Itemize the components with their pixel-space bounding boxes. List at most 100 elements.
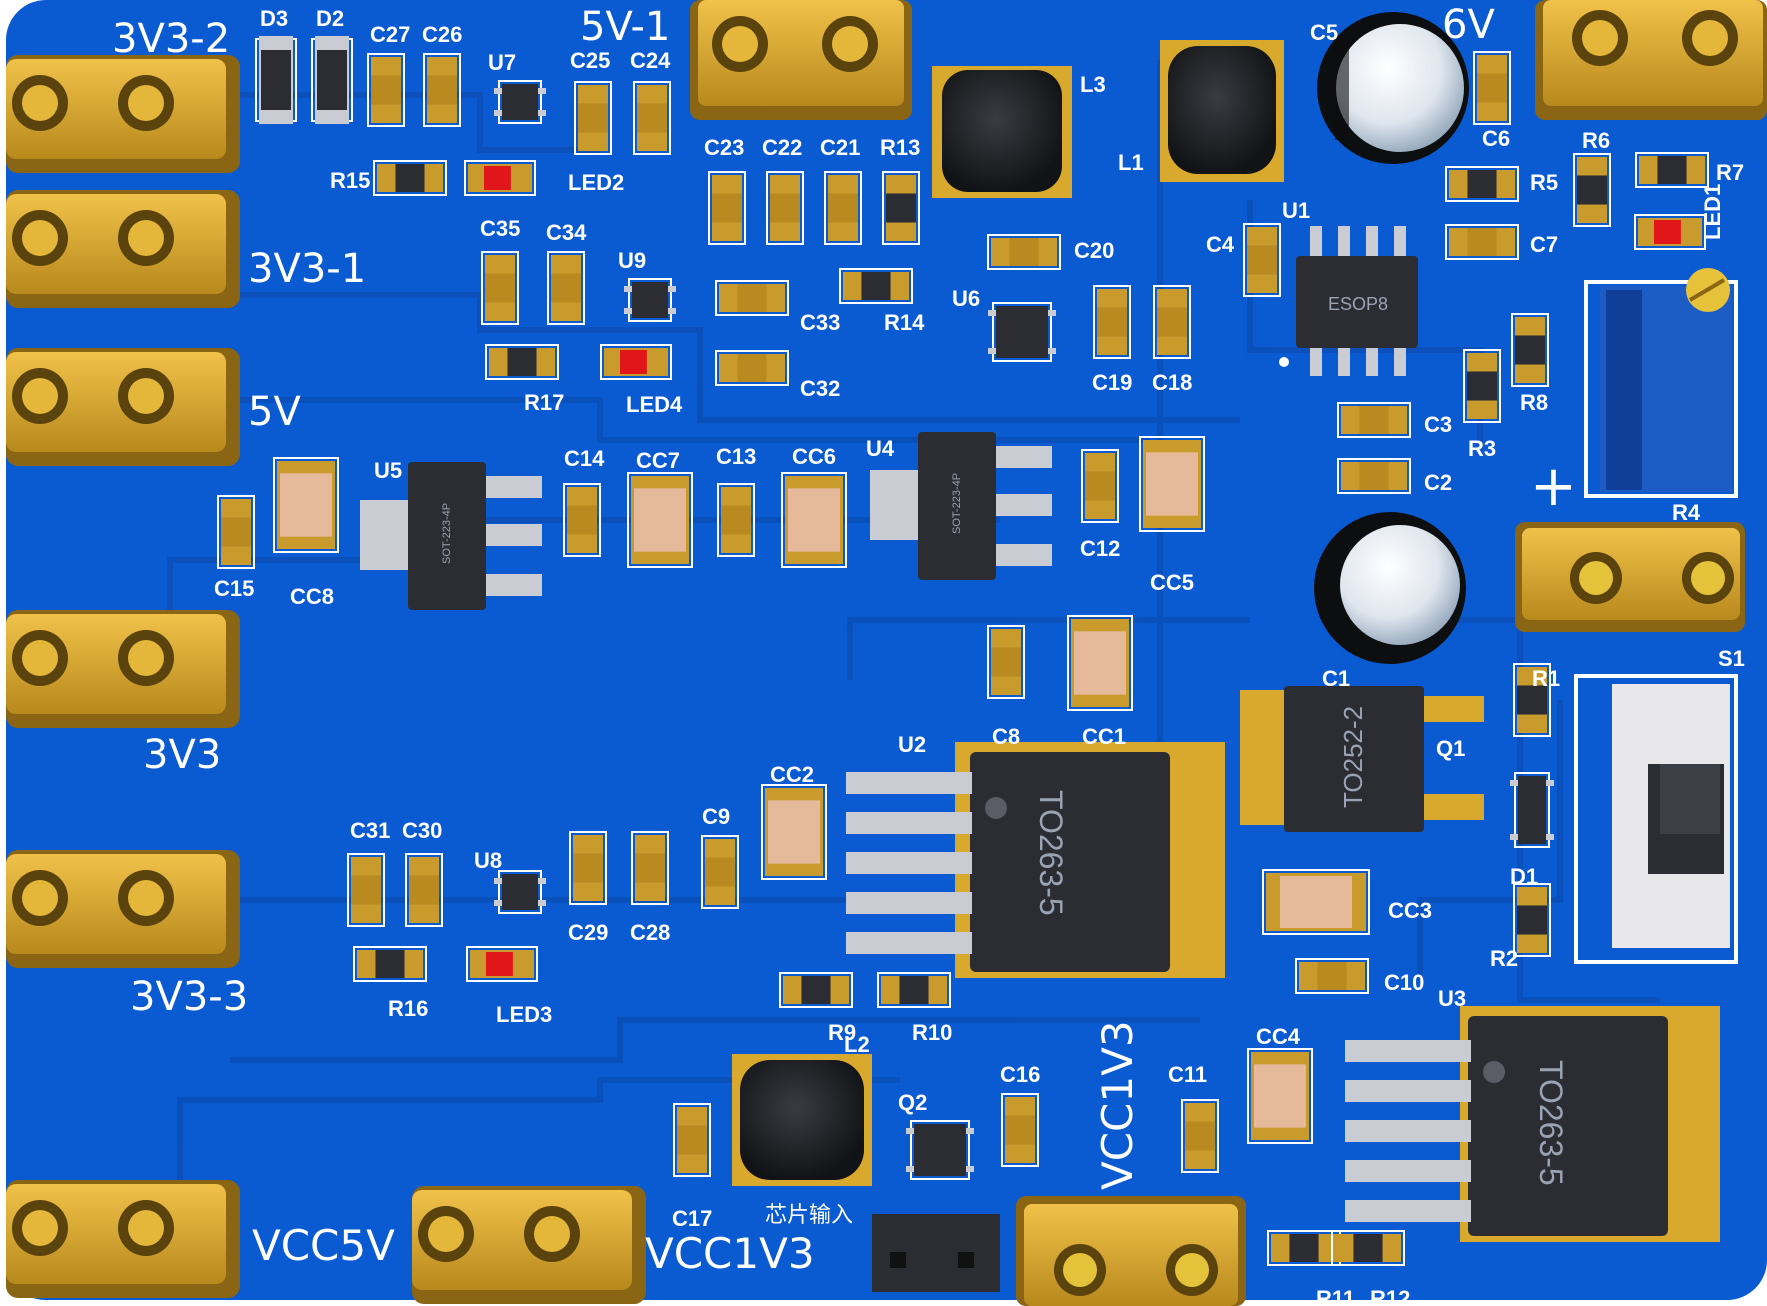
smd-part — [1337, 458, 1411, 494]
refdes-cc3: CC3 — [1388, 898, 1432, 923]
refdes-r4: R4 — [1672, 500, 1701, 525]
label-vcc1v3-side: VCC1V3 — [1093, 1020, 1142, 1190]
refdes-c34: C34 — [546, 220, 587, 245]
refdes-c29: C29 — [568, 920, 608, 945]
refdes-r13: R13 — [880, 135, 920, 160]
header-chip-input — [872, 1214, 1000, 1292]
refdes-d3: D3 — [260, 6, 288, 31]
smd-part — [988, 302, 1056, 362]
electrolytic-cap-c5 — [1317, 12, 1469, 164]
smd-part — [574, 81, 612, 155]
refdes-cc2: CC2 — [770, 762, 814, 787]
refdes-r3: R3 — [1468, 436, 1496, 461]
refdes-r8: R8 — [1520, 390, 1548, 415]
refdes-c12: C12 — [1080, 536, 1120, 561]
smd-part — [1573, 153, 1611, 227]
smd-part — [1081, 449, 1119, 523]
smd-part — [761, 784, 827, 880]
label-3v3-1: 3V3-1 — [248, 246, 366, 292]
refdes-u3: U3 — [1438, 986, 1466, 1011]
smd-part — [633, 81, 671, 155]
smd-part — [1511, 313, 1549, 387]
label-vcc5v: VCC5V — [252, 1221, 395, 1270]
screw-terminal — [6, 610, 240, 728]
smd-part — [1634, 214, 1706, 250]
smd-part — [1473, 51, 1511, 125]
refdes-c19: C19 — [1092, 370, 1132, 395]
refdes-c35: C35 — [480, 216, 520, 241]
refdes-cc1: CC1 — [1082, 724, 1126, 749]
smd-part — [1067, 615, 1133, 711]
smd-part — [1295, 958, 1369, 994]
pkg-to252: TO252-2 — [1338, 706, 1368, 808]
smd-part — [673, 1103, 711, 1177]
smd-part — [405, 853, 443, 927]
refdes-u6: U6 — [952, 286, 980, 311]
smd-part — [1337, 402, 1411, 438]
pkg-sot223-a: SOT-223-4P — [441, 503, 453, 564]
smd-part — [1243, 223, 1281, 297]
screw-terminal — [6, 1180, 240, 1298]
refdes-r9: R9 — [828, 1020, 856, 1045]
smd-part — [1445, 166, 1519, 202]
ic-u2-to263: TO263-5 — [846, 742, 1225, 978]
smd-part — [1267, 1230, 1341, 1266]
smd-part — [715, 350, 789, 386]
label-plus: + — [1530, 454, 1577, 519]
smd-part — [1635, 152, 1709, 188]
smd-part — [367, 53, 405, 127]
inductor-l1 — [1160, 40, 1284, 182]
inductor-l3 — [932, 66, 1072, 198]
refdes-u2: U2 — [898, 732, 926, 757]
smd-part — [1513, 883, 1551, 957]
refdes-c1: C1 — [1322, 666, 1350, 691]
smd-part — [779, 972, 853, 1008]
refdes-c27: C27 — [370, 22, 410, 47]
connector-vcc1v3-bottom — [1016, 1196, 1246, 1306]
refdes-c15: C15 — [214, 576, 254, 601]
refdes-c26: C26 — [422, 22, 462, 47]
smd-part — [1247, 1048, 1313, 1144]
refdes-led1: LED1 — [1700, 184, 1725, 240]
smd-part — [481, 251, 519, 325]
screw-terminal — [6, 348, 240, 466]
smd-part — [547, 251, 585, 325]
refdes-l3: L3 — [1080, 72, 1106, 97]
smd-part — [464, 160, 536, 196]
refdes-led4: LED4 — [626, 392, 683, 417]
refdes-cc6: CC6 — [792, 444, 836, 469]
ic-q1-to252: TO252-2 — [1240, 686, 1484, 832]
smd-part — [906, 1120, 974, 1180]
smd-part — [347, 853, 385, 927]
smd-part — [987, 625, 1025, 699]
refdes-d1: D1 — [1510, 864, 1538, 889]
refdes-c22: C22 — [762, 135, 802, 160]
refdes-c16: C16 — [1000, 1062, 1040, 1087]
refdes-r11: R11 — [1316, 1286, 1355, 1306]
smd-part — [715, 280, 789, 316]
smd-part — [1001, 1093, 1039, 1167]
refdes-c31: C31 — [350, 818, 390, 843]
refdes-c32: C32 — [800, 376, 840, 401]
refdes-c11: C11 — [1168, 1062, 1207, 1087]
smd-part — [1463, 349, 1501, 423]
refdes-r10: R10 — [912, 1020, 952, 1045]
screw-terminal — [6, 190, 240, 308]
smd-part — [217, 495, 255, 569]
smd-part — [563, 483, 601, 557]
refdes-c6: C6 — [1482, 126, 1510, 151]
smd-part — [1510, 772, 1554, 848]
refdes-led2: LED2 — [568, 170, 624, 195]
smd-part — [781, 472, 847, 568]
refdes-r2: R2 — [1490, 946, 1518, 971]
silkscreen-labels: 3V3-2 3V3-1 5V 3V3 3V3-3 VCC5V VCC1V3 VC… — [112, 2, 1577, 1278]
refdes-u1: U1 — [1282, 198, 1310, 223]
smd-part — [273, 457, 339, 553]
smd-part — [423, 53, 461, 127]
label-chip-input: 芯片输入 — [765, 1203, 853, 1228]
smd-part — [1262, 869, 1370, 935]
smd-components — [217, 36, 1709, 1266]
smd-part — [631, 831, 669, 905]
